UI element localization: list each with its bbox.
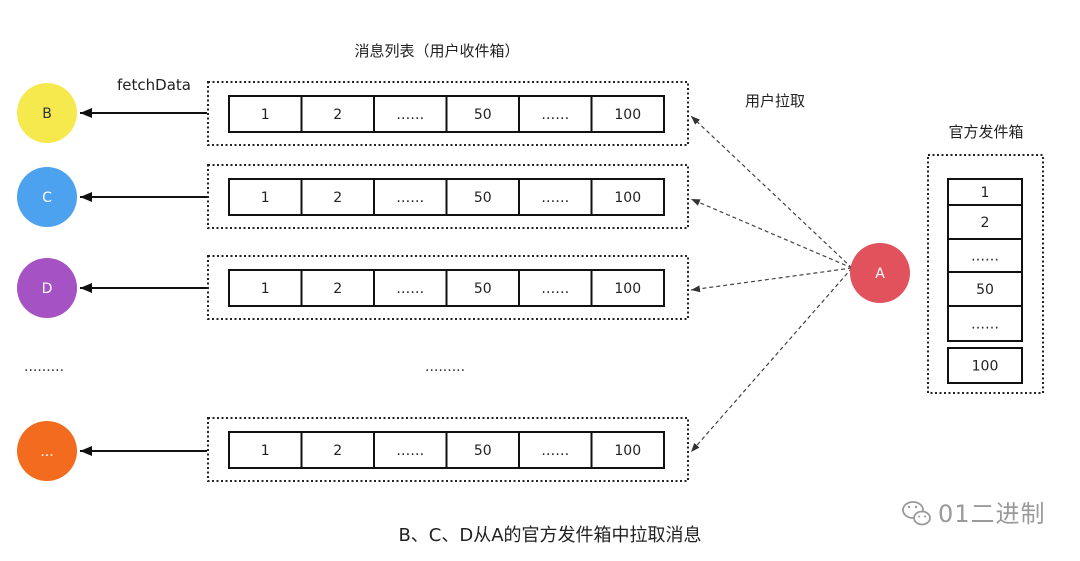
outbox-cell (947, 204, 1023, 240)
inbox-border (207, 417, 689, 482)
message-cell (228, 269, 303, 307)
user-pull-label: 用户拉取 (745, 92, 805, 110)
outbox-border (927, 154, 1044, 394)
message-cell (518, 178, 593, 216)
message-cell-label: 100 (614, 281, 641, 297)
message-cell (373, 431, 448, 469)
sender-circle (850, 243, 910, 303)
message-cell (518, 269, 593, 307)
inbox-border (207, 255, 689, 320)
ellipsis-middle: ......... (425, 359, 465, 375)
message-cell-label: 2 (333, 443, 342, 459)
user-node: ... (17, 421, 77, 481)
watermark: 01二进制 (902, 500, 1046, 528)
ellipsis-left: ......... (24, 359, 64, 375)
outbox-cell-label: …… (971, 317, 999, 333)
message-cell-label: 1 (261, 107, 270, 123)
message-cell-label: 1 (261, 190, 270, 206)
outbox-title: 官方发件箱 (948, 123, 1023, 141)
wechat-icon (902, 501, 931, 526)
outbox-cell (947, 305, 1023, 342)
user-label: D (42, 281, 53, 297)
message-cell (445, 431, 520, 469)
fetch-data-label: fetchData (117, 76, 191, 94)
pull-arrow (690, 267, 853, 453)
user-circle (17, 421, 77, 481)
message-cell (590, 178, 665, 216)
pull-arrow (690, 198, 853, 269)
message-cell-label: 100 (614, 190, 641, 206)
pull-arrow (690, 115, 853, 269)
message-cell (590, 431, 665, 469)
user-label: C (42, 190, 52, 206)
message-cell-label: …… (396, 443, 424, 459)
outbox-cell-label: 1 (981, 185, 990, 201)
outbox-cell (947, 238, 1023, 273)
outbox-cell (947, 178, 1023, 206)
message-cell (445, 269, 520, 307)
message-cell-label: 50 (474, 190, 492, 206)
message-cell (300, 269, 375, 307)
message-cell-label: 1 (261, 443, 270, 459)
inbox-title: 消息列表（用户收件箱） (354, 42, 519, 60)
user-circle (17, 167, 77, 227)
message-cell (373, 178, 448, 216)
user-label: B (42, 106, 52, 122)
message-cell-label: 2 (333, 190, 342, 206)
message-cell (590, 269, 665, 307)
outbox-cell (947, 347, 1023, 384)
outbox-cell (947, 271, 1023, 307)
message-cell (300, 431, 375, 469)
pull-arrows (690, 115, 853, 453)
message-cell-label: …… (541, 107, 569, 123)
message-cell (373, 269, 448, 307)
message-cell-label: 2 (333, 107, 342, 123)
sender-node-a: A (850, 243, 910, 303)
inbox-row: 1 2 …… 50 …… 100 D (17, 255, 689, 320)
diagram-caption: B、C、D从A的官方发件箱中拉取消息 (398, 525, 701, 546)
message-cell-label: …… (541, 443, 569, 459)
outbox-cell-label: …… (971, 249, 999, 265)
watermark-text: 01二进制 (938, 500, 1046, 528)
outbox-cell-label: 50 (976, 282, 994, 298)
sender-label: A (875, 266, 885, 282)
message-cell-label: 50 (474, 107, 492, 123)
message-cell (373, 95, 448, 133)
inbox-row: 1 2 …… 50 …… 100 B (17, 81, 689, 146)
outbox-cell-label: 100 (972, 359, 999, 375)
official-outbox: 1 2 …… 50 …… 100 (927, 154, 1044, 394)
message-cell-label: …… (396, 281, 424, 297)
user-node: B (17, 83, 77, 143)
message-cell-label: 50 (474, 443, 492, 459)
message-cell-label: 1 (261, 281, 270, 297)
message-cell-label: …… (396, 190, 424, 206)
message-cell-label: …… (541, 281, 569, 297)
outbox-cell-label: 2 (981, 215, 990, 231)
message-cell-label: 2 (333, 281, 342, 297)
inbox-row: 1 2 …… 50 …… 100 C (17, 164, 689, 229)
user-circle (17, 258, 77, 318)
user-circle (17, 83, 77, 143)
inbox-row: 1 2 …… 50 …… 100... (17, 417, 689, 482)
message-cell-label: …… (396, 107, 424, 123)
message-cell (228, 95, 303, 133)
message-cell (590, 95, 665, 133)
outbox-cells: 1 2 …… 50 …… 100 (947, 178, 1023, 384)
user-node: C (17, 167, 77, 227)
message-cell-label: …… (541, 190, 569, 206)
message-cell-label: 100 (614, 107, 641, 123)
user-label: ... (40, 444, 53, 460)
message-cell-label: 100 (614, 443, 641, 459)
inbox-border (207, 164, 689, 229)
pull-arrow (690, 267, 853, 293)
message-cell (300, 95, 375, 133)
user-node: D (17, 258, 77, 318)
message-cell-label: 50 (474, 281, 492, 297)
inbox-border (207, 81, 689, 146)
